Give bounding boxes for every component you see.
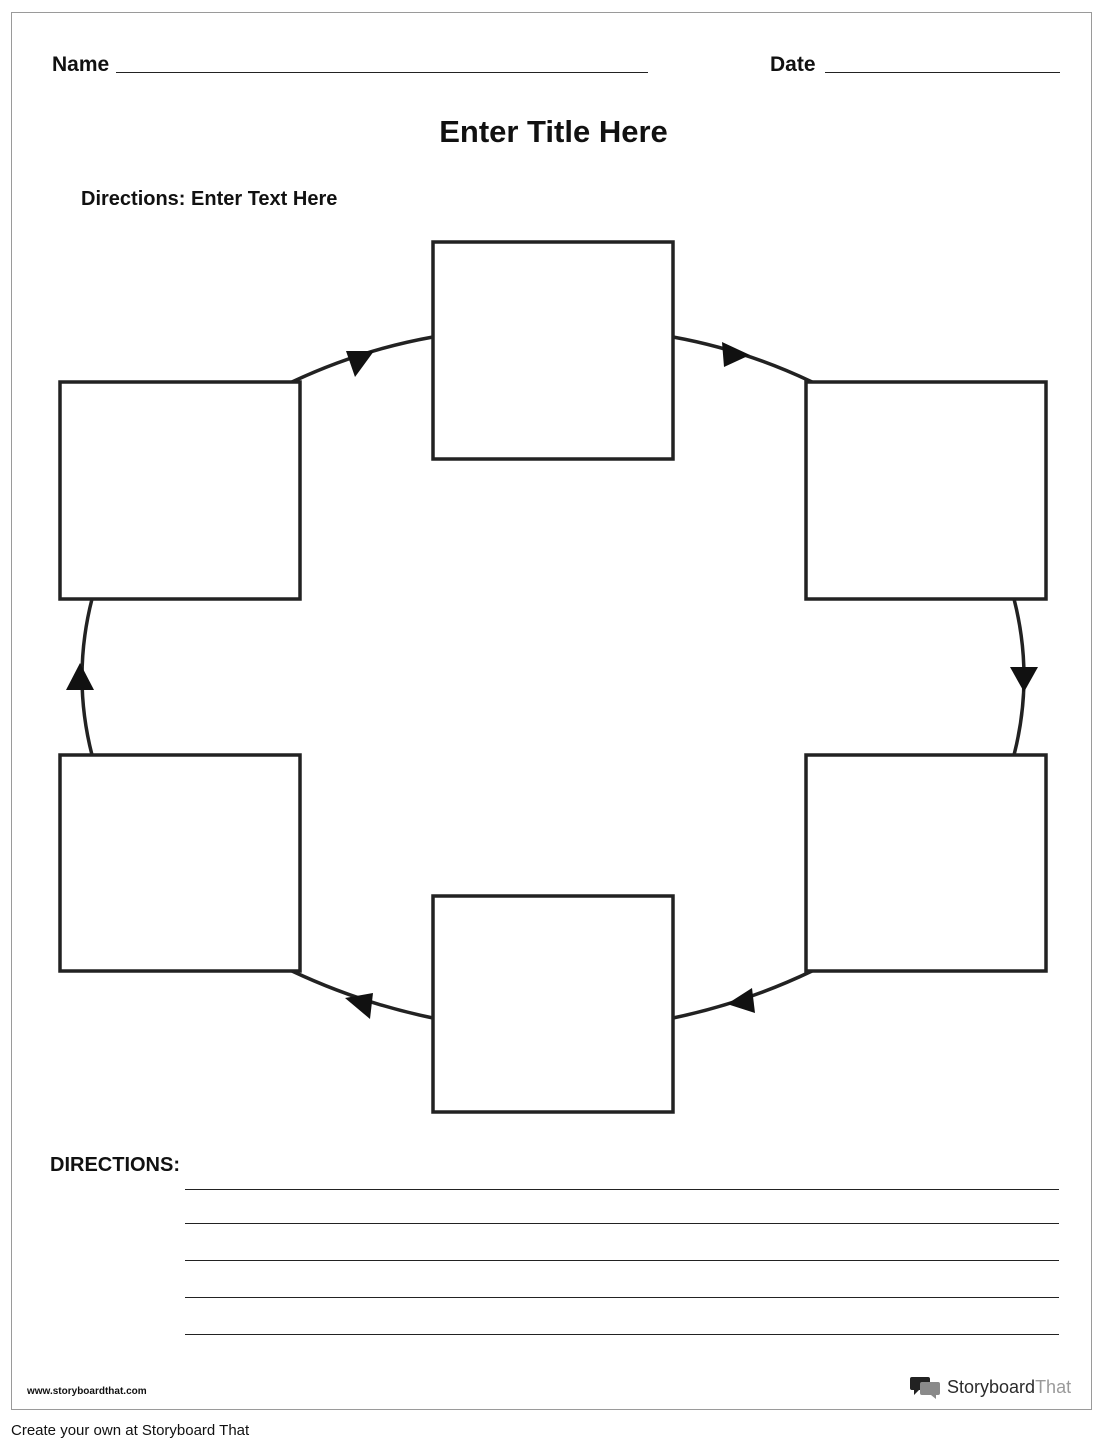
- writing-line[interactable]: [185, 1189, 1059, 1190]
- cycle-box-6[interactable]: [58, 380, 302, 601]
- directions-heading: DIRECTIONS:: [50, 1154, 180, 1176]
- writing-line[interactable]: [185, 1334, 1059, 1335]
- cycle-box-1[interactable]: [431, 240, 675, 461]
- arrow-6: [66, 663, 94, 690]
- arrow-2: [722, 342, 750, 367]
- cycle-box-4[interactable]: [431, 894, 675, 1114]
- date-field-line[interactable]: [825, 72, 1060, 73]
- brand-name: StoryboardThat: [947, 1376, 1072, 1397]
- name-label: Name: [52, 53, 110, 76]
- arrow-5: [345, 993, 373, 1019]
- connector-2: [672, 335, 813, 384]
- writing-line[interactable]: [185, 1297, 1059, 1298]
- arrow-3: [1010, 667, 1038, 692]
- cycle-box-3[interactable]: [804, 753, 1048, 973]
- brand-logo[interactable]: StoryboardThat: [910, 1374, 1071, 1400]
- date-label: Date: [770, 53, 816, 76]
- cycle-box-5[interactable]: [58, 753, 302, 973]
- writing-line[interactable]: [185, 1260, 1059, 1261]
- footer-url[interactable]: www.storyboardthat.com: [27, 1386, 147, 1397]
- page-title: Enter Title Here: [439, 114, 668, 149]
- name-field-line[interactable]: [116, 72, 648, 73]
- cycle-box-2[interactable]: [804, 380, 1048, 601]
- directions-text: Directions: Enter Text Here: [81, 188, 338, 210]
- writing-line[interactable]: [185, 1223, 1059, 1224]
- arrow-1: [346, 351, 374, 377]
- arrow-4: [727, 988, 755, 1013]
- caption: Create your own at Storyboard That: [11, 1422, 250, 1439]
- speech-bubbles-icon: [910, 1377, 940, 1399]
